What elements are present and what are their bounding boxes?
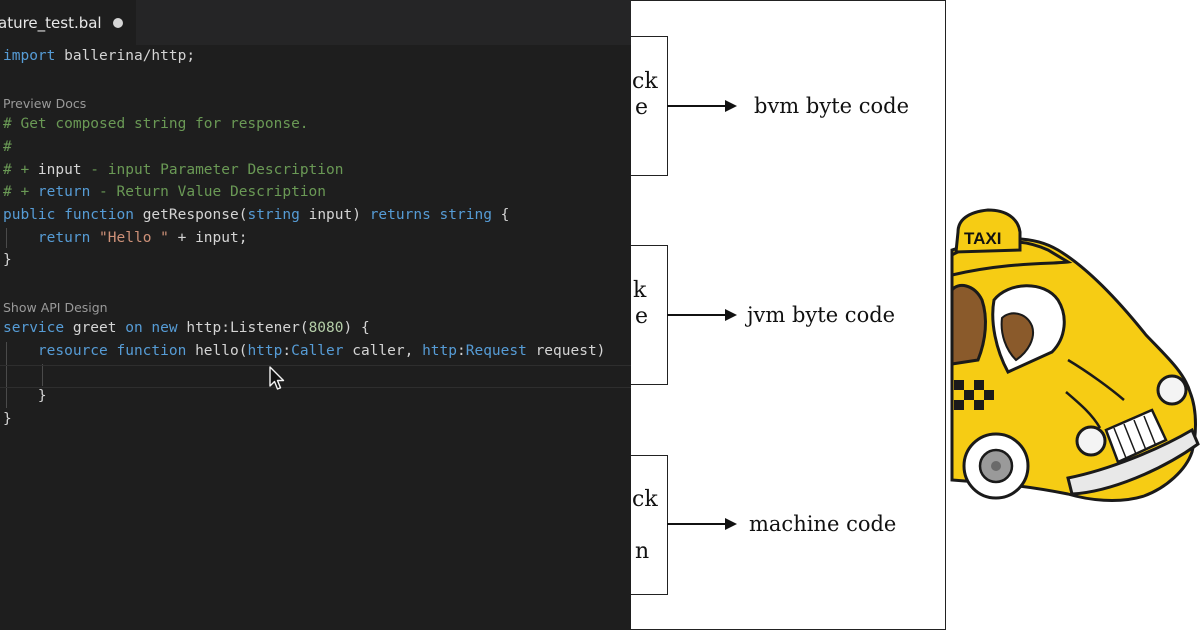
code-token: Request bbox=[465, 343, 527, 359]
code-token: : bbox=[457, 343, 466, 359]
code-line[interactable]: public function getResponse(string input… bbox=[3, 204, 509, 226]
taxi-bumper bbox=[1066, 427, 1200, 496]
code-line[interactable]: } bbox=[3, 411, 12, 427]
box-label-fragment: k bbox=[633, 278, 647, 303]
code-token: public bbox=[3, 207, 56, 223]
code-line[interactable]: } bbox=[3, 388, 47, 404]
indent-guide bbox=[42, 364, 43, 386]
code-token: http bbox=[422, 343, 457, 359]
arrow-icon bbox=[667, 518, 737, 530]
tab-title: ature_test.bal bbox=[0, 14, 102, 32]
code-line[interactable]: # Get composed string for response. bbox=[3, 116, 309, 132]
unsaved-dot-icon[interactable] bbox=[113, 18, 123, 28]
code-token: return bbox=[3, 230, 91, 246]
indent-guide bbox=[6, 228, 7, 248]
box-label-fragment: e bbox=[635, 95, 649, 120]
box-label-fragment: ck bbox=[632, 69, 658, 94]
code-token: : bbox=[282, 343, 292, 359]
code-token: input) bbox=[299, 207, 370, 223]
code-token: string bbox=[430, 207, 492, 223]
code-token: new bbox=[142, 320, 178, 336]
taxi-hood-line bbox=[1067, 358, 1125, 401]
current-line-highlight bbox=[0, 365, 631, 388]
code-token: resource bbox=[3, 343, 108, 359]
taxi-headlight bbox=[1075, 425, 1107, 457]
code-token: function bbox=[107, 343, 187, 359]
taxi-grille-bars bbox=[1113, 415, 1157, 459]
taxi-checker-pattern bbox=[954, 380, 994, 410]
editor-tab-bar: ature_test.bal bbox=[0, 0, 631, 45]
code-token: + input; bbox=[168, 230, 248, 246]
code-token: request) bbox=[526, 343, 606, 359]
editor-tab[interactable]: ature_test.bal bbox=[0, 0, 136, 45]
code-line[interactable]: # bbox=[3, 139, 12, 155]
code-line[interactable]: service greet on new http:Listener(8080)… bbox=[3, 317, 370, 339]
taxi-sign-text: TAXI bbox=[964, 229, 1001, 248]
arrow-icon bbox=[667, 100, 737, 112]
preview-docs-link[interactable]: Preview Docs bbox=[3, 96, 87, 111]
code-editor[interactable]: ature_test.bal import ballerina/http; Pr… bbox=[0, 0, 631, 630]
code-token: function bbox=[55, 207, 134, 223]
code-token: { bbox=[491, 207, 510, 223]
taxi-hood-line bbox=[1065, 391, 1102, 429]
code-line[interactable]: # + return - Return Value Description bbox=[3, 181, 326, 203]
code-token: http bbox=[247, 343, 283, 359]
show-api-design-link[interactable]: Show API Design bbox=[3, 300, 108, 315]
taxi-window-inner bbox=[1000, 312, 1034, 362]
code-token: 8080 bbox=[308, 320, 344, 336]
code-line[interactable]: resource function hello(http:Caller call… bbox=[3, 340, 606, 362]
code-token: hello( bbox=[186, 343, 248, 359]
taxi-hubcap-center bbox=[991, 461, 1001, 471]
indent-guide bbox=[6, 342, 7, 408]
code-token: - Return Value Description bbox=[90, 184, 327, 200]
code-token: on bbox=[125, 320, 143, 336]
box-label-fragment: ck bbox=[632, 487, 658, 512]
box-label-fragment: e bbox=[635, 304, 649, 329]
taxi-rear-window bbox=[950, 283, 987, 366]
code-token: getResponse( bbox=[133, 207, 248, 223]
code-token: "Hello " bbox=[90, 230, 169, 246]
code-token: caller, bbox=[343, 343, 423, 359]
arrow-icon bbox=[667, 309, 737, 321]
taxi-grille bbox=[1104, 408, 1168, 464]
mouse-pointer-icon bbox=[269, 366, 285, 390]
code-token: return bbox=[37, 184, 91, 200]
code-token: ballerina/http; bbox=[55, 48, 196, 64]
code-token: http:Listener( bbox=[177, 320, 309, 336]
code-token: Caller bbox=[291, 343, 344, 359]
code-token: input bbox=[37, 162, 82, 178]
taxi-illustration-panel: TAXI bbox=[948, 0, 1200, 630]
code-line[interactable]: # + input - input Parameter Description bbox=[3, 159, 343, 181]
taxi-roof-sign bbox=[954, 208, 1022, 254]
diagram-box bbox=[631, 455, 668, 595]
code-line[interactable]: return "Hello " + input; bbox=[3, 227, 248, 249]
box-label-fragment: n bbox=[635, 539, 650, 564]
output-label: bvm byte code bbox=[754, 94, 910, 118]
code-line[interactable]: import ballerina/http; bbox=[3, 45, 195, 67]
code-token: greet bbox=[64, 320, 126, 336]
output-label: jvm byte code bbox=[747, 303, 896, 327]
code-token: # + bbox=[3, 162, 38, 178]
taxi-car-illustration: TAXI bbox=[950, 208, 1200, 502]
code-token: string bbox=[247, 207, 300, 223]
code-token: ) { bbox=[343, 320, 370, 336]
code-token: # + bbox=[3, 184, 38, 200]
code-token: - input Parameter Description bbox=[81, 162, 344, 178]
code-line[interactable]: } bbox=[3, 252, 12, 268]
code-token: service bbox=[3, 320, 65, 336]
taxi-headlight bbox=[1156, 374, 1188, 406]
output-label: machine code bbox=[749, 512, 897, 536]
code-token: returns bbox=[369, 207, 431, 223]
code-token: import bbox=[3, 48, 56, 64]
